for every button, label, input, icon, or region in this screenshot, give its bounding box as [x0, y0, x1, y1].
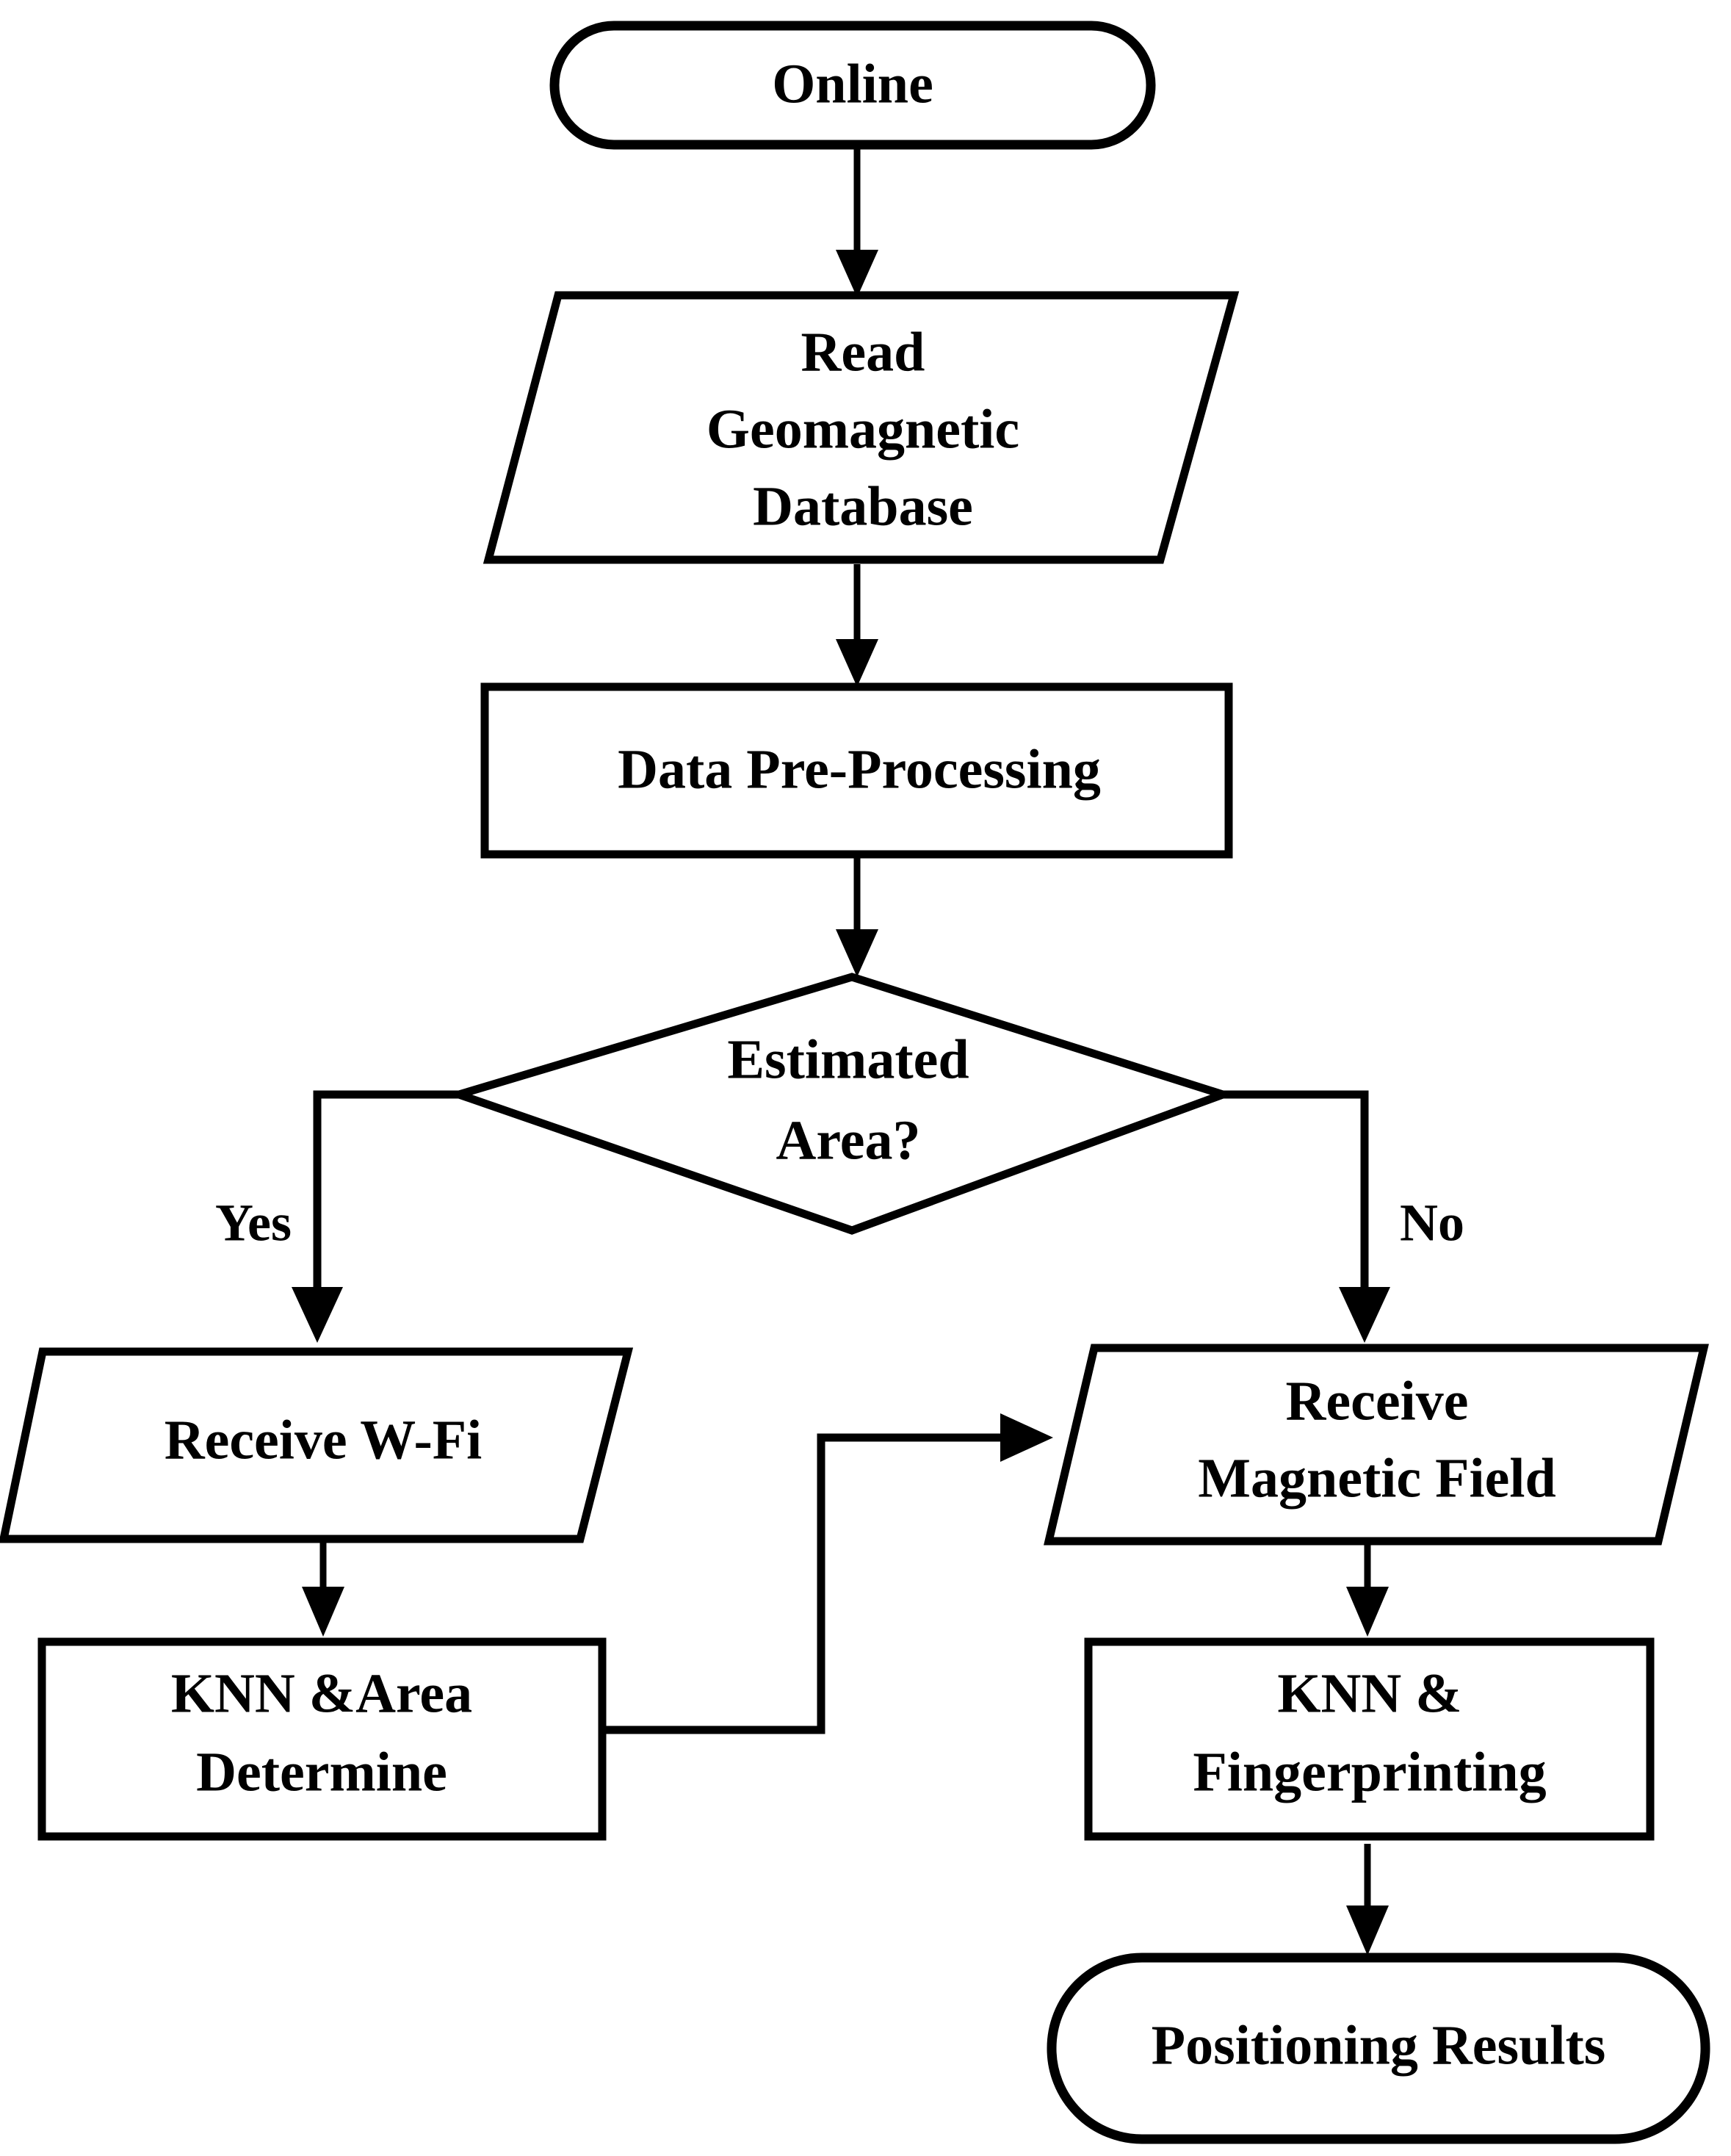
preprocess-label: Data Pre-Processing — [618, 738, 1101, 800]
node-decision-estimated-area[interactable]: Estimated Area? — [446, 973, 1236, 1235]
edge-read-db-to-preprocess — [836, 564, 878, 687]
knn-fingerprint-shape — [1084, 1637, 1655, 1841]
node-data-preprocessing[interactable]: Data Pre-Processing — [480, 682, 1233, 859]
read-db-line1: Read — [801, 321, 925, 383]
edge-label-yes: Yes — [215, 1194, 292, 1252]
start-shape — [549, 21, 1156, 150]
decision-line1: Estimated — [727, 1028, 969, 1090]
read-db-line2: Geomagnetic — [707, 398, 1019, 460]
knn-fingerprint-line2: Fingerprinting — [1193, 1741, 1546, 1803]
results-label: Positioning Results — [1152, 2014, 1606, 2076]
edge-start-to-read-db — [836, 147, 878, 298]
knn-area-line1: KNN &Area — [171, 1662, 472, 1724]
receive-wifi-shape — [0, 1347, 634, 1543]
node-positioning-results[interactable]: Positioning Results — [1047, 1953, 1710, 2144]
node-receive-wifi[interactable]: Receive W-Fi — [0, 1347, 634, 1543]
edge-decision-yes-to-receive-wifi — [292, 1090, 459, 1343]
node-knn-area-determine[interactable]: KNN &Area Determine — [37, 1637, 607, 1841]
node-receive-magnetic-field[interactable]: Receive Magnetic Field — [1044, 1344, 1709, 1546]
edge-knn-area-to-receive-magnetic — [601, 1413, 1053, 1734]
receive-magnetic-line2: Magnetic Field — [1198, 1447, 1556, 1509]
start-label: Online — [772, 53, 933, 115]
knn-area-line2: Determine — [196, 1741, 447, 1803]
read-db-line3: Database — [753, 475, 973, 537]
node-read-geomagnetic-database[interactable]: Read Geomagnetic Database — [483, 291, 1240, 564]
receive-magnetic-line1: Receive — [1286, 1370, 1469, 1432]
knn-area-shape — [37, 1637, 607, 1841]
edge-decision-no-to-receive-magnetic — [1223, 1090, 1390, 1343]
edge-label-no: No — [1400, 1194, 1464, 1252]
edge-knn-fingerprint-to-results — [1346, 1844, 1389, 1955]
results-shape — [1047, 1953, 1710, 2144]
edge-preprocess-to-decision — [836, 852, 878, 977]
receive-magnetic-shape — [1044, 1344, 1709, 1546]
knn-fingerprint-line1: KNN & — [1277, 1662, 1461, 1724]
receive-wifi-label: Receive W-Fi — [165, 1409, 483, 1471]
decision-line2: Area? — [776, 1109, 921, 1171]
read-db-shape — [483, 291, 1240, 564]
node-start-online[interactable]: Online — [549, 21, 1156, 150]
preprocess-shape — [480, 682, 1233, 859]
node-knn-fingerprinting[interactable]: KNN & Fingerprinting — [1084, 1637, 1655, 1841]
decision-shape — [446, 973, 1236, 1235]
edge-receive-magnetic-to-knn-fingerprint — [1346, 1543, 1389, 1637]
edge-receive-wifi-to-knn-area — [302, 1543, 344, 1637]
